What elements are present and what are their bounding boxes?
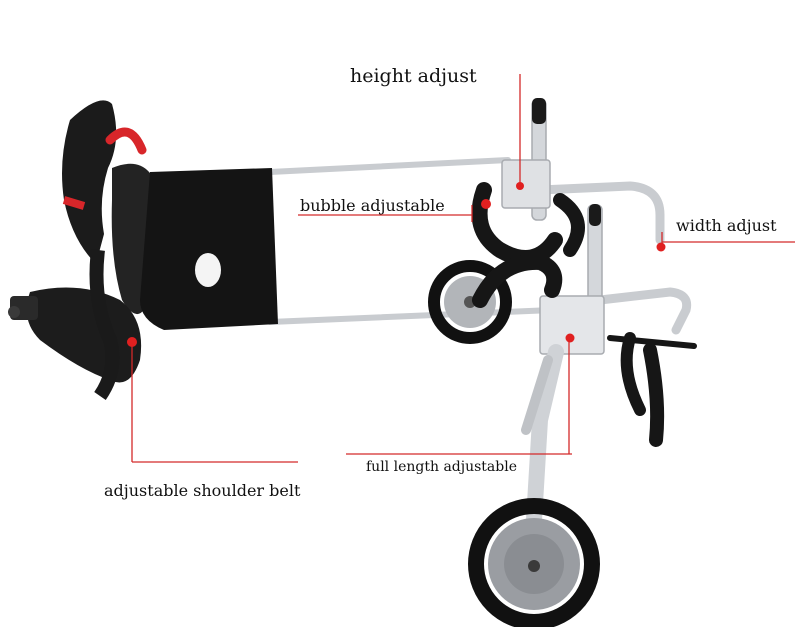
marker-bubble [481,199,491,209]
buckle-knob [8,306,20,318]
rear-wheel-near [468,498,600,627]
label-full-length-adjustable: full length adjustable [366,459,517,475]
lower-clamp-block [539,295,605,355]
shoulder-strap-vertical [89,249,120,400]
marker-full [565,333,575,343]
harness [8,100,278,400]
label-width-adjust: width adjust [676,216,777,235]
marker-width [656,242,666,252]
leg-strut [526,344,564,528]
label-adjustable-shoulder-belt: adjustable shoulder belt [104,481,301,500]
lower-cross-bar [595,287,692,335]
label-height-adjust: height adjust [350,65,477,87]
chest-pad [62,100,117,265]
marker-shoulder [127,337,137,347]
frame [267,98,692,528]
rear-leg-ring [471,182,563,266]
saddle [140,168,278,330]
front-leg-ring [472,253,563,308]
saddle-tail-hole [195,253,221,287]
red-strap-upper [105,127,147,155]
hanging-leg-support [620,332,646,416]
leader-lines [131,74,795,463]
leg-strut-lower [521,355,553,435]
upper-side-rod [267,157,511,175]
red-strap-lower [62,196,86,210]
marker-dots [127,182,666,347]
leg-rings [471,182,697,447]
rear-post-cap [532,98,546,124]
label-bubble-adjustable: bubble adjustable [300,196,445,215]
strap-rod [607,335,697,349]
front-post-cap [589,204,601,226]
upper-clamp-block [501,159,551,209]
width-cross-bar [535,181,665,245]
hanging-leg-support-2 [643,343,665,447]
marker-height [516,182,524,190]
rear-leg-ring-2 [553,193,585,257]
